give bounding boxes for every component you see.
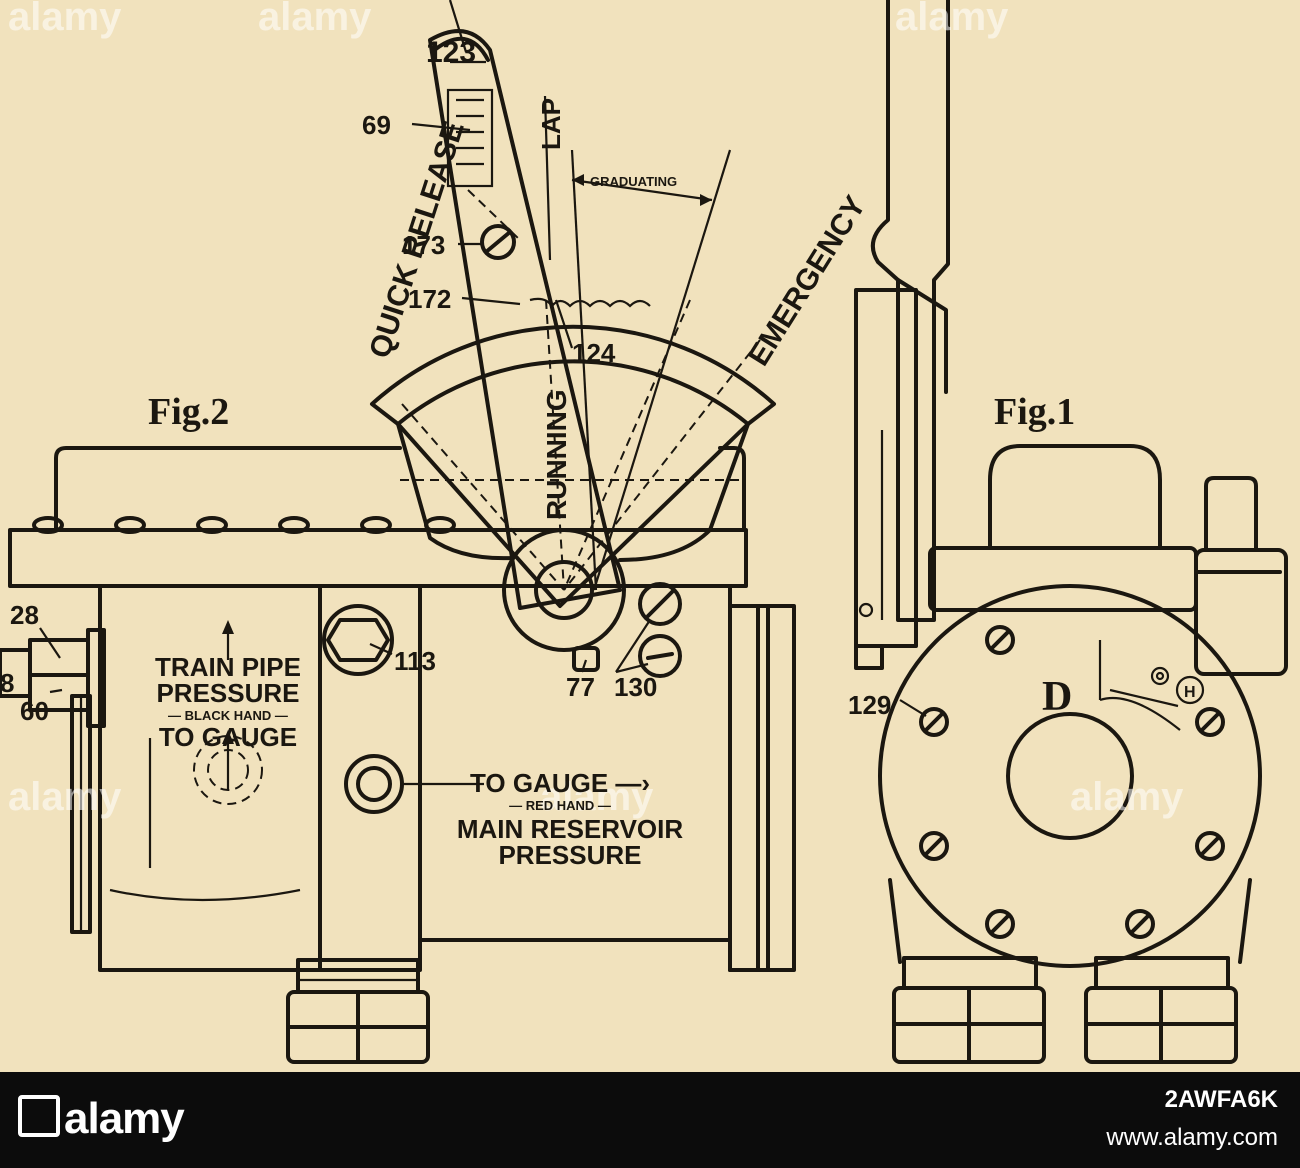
body-inner-line (109, 888, 301, 902)
emergency-label: EMERGENCY (742, 190, 872, 371)
gauge-port-red-hand (344, 754, 484, 814)
alamy-logo[interactable]: alamy (18, 1094, 185, 1144)
running-label: RUNNING (541, 389, 572, 520)
part-124-label: 124 (572, 338, 616, 368)
round-flange-bore (1006, 712, 1134, 840)
round-flange (878, 584, 1262, 968)
fig1-cap (988, 444, 1162, 550)
train-pipe-pressure-label: PRESSURE (156, 678, 299, 708)
svg-text:alamy: alamy (895, 0, 1009, 39)
fig2-view (0, 0, 796, 1064)
position-lines (400, 95, 761, 591)
part-77-label: 77 (566, 672, 595, 702)
fig2-label: Fig.2 (148, 391, 229, 433)
handle-side-view (870, 0, 950, 622)
stock-footer-bar: alamy 2AWFA6K www.alamy.com (0, 1072, 1300, 1168)
site-link[interactable]: www.alamy.com (1106, 1124, 1278, 1151)
part-H-label: H (1184, 684, 1196, 701)
red-hand-label: — RED HAND — (509, 798, 611, 813)
svg-text:alamy: alamy (8, 775, 122, 819)
svg-text:alamy: alamy (540, 775, 654, 819)
leader-lines (39, 122, 651, 694)
watermark-text: alamy (8, 0, 122, 39)
part-173-label: 173 (402, 230, 445, 260)
part-8-label: 8 (0, 668, 14, 698)
part-130-label: 130 (614, 672, 657, 702)
body-lower-right (418, 938, 732, 972)
part-D-label: D (1042, 674, 1072, 720)
main-reservoir-pressure-label: PRESSURE (498, 840, 641, 870)
fig1-view (854, 0, 1288, 1064)
part-113-label: 113 (394, 646, 436, 676)
quadrant (370, 297, 776, 608)
part-69-label: 69 (362, 110, 391, 140)
fig1-flange (928, 546, 1198, 612)
left-nut-assembly (0, 628, 106, 934)
part-60-label: 60 (20, 696, 49, 726)
to-gauge-right-label: TO GAUGE —› (470, 768, 650, 798)
nut-113 (322, 604, 394, 676)
lap-label: LAP (536, 98, 566, 150)
brake-handle (428, 0, 622, 610)
svg-text:alamy: alamy (258, 0, 372, 39)
handle-hub (502, 528, 626, 672)
graduating-label: GRADUATING (590, 174, 677, 189)
svg-text:alamy: alamy (1070, 775, 1184, 819)
round-flange-screws (919, 625, 1225, 939)
part-172-label: 172 (408, 284, 451, 314)
alamy-a-icon (18, 1095, 60, 1137)
screws-130 (638, 582, 682, 678)
to-gauge-left-label: TO GAUGE (159, 722, 297, 752)
engineering-drawing: alamy alamy alamy alamy alamy alamy Fig.… (0, 0, 1288, 1064)
part-129-label: 129 (848, 690, 891, 720)
flange-bolts (32, 516, 456, 534)
part-123-label: 123 (426, 36, 476, 69)
labels: Fig.2 Fig.1 QUICK RELEASE RUNNING LAP GR… (0, 36, 1196, 870)
body-top-cap (54, 446, 746, 532)
image-id: 2AWFA6K (1164, 1086, 1278, 1113)
watermark: alamy alamy alamy alamy alamy alamy (8, 0, 1184, 819)
train-pipe-label: TRAIN PIPE (155, 652, 301, 682)
bottom-union-fig2 (286, 958, 430, 1064)
side-plate (728, 604, 796, 972)
main-reservoir-label: MAIN RESERVOIR (457, 814, 684, 844)
gauge-port-black-hand (193, 730, 263, 805)
bottom-union-fig1-right (1084, 956, 1238, 1064)
fig1-label: Fig.1 (994, 391, 1075, 433)
bottom-union-fig1-left (892, 956, 1046, 1064)
black-hand-label: — BLACK HAND — (168, 708, 288, 723)
part-28-label: 28 (10, 600, 39, 630)
